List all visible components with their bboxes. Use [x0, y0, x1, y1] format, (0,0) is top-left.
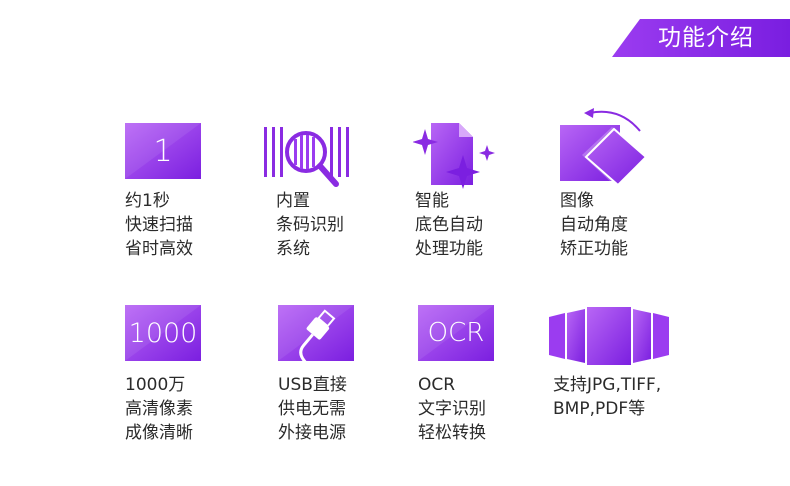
feature-description: USB直接 供电无需 外接电源	[278, 375, 347, 443]
feature-description: 内置 条码识别 系统	[276, 191, 344, 259]
feature-description: 支持JPG,TIFF, BMP,PDF等	[553, 375, 662, 419]
feature-description: 约1秒 快速扫描 省时高效	[125, 191, 193, 259]
ocr-icon: OCR	[418, 305, 494, 361]
number-1-icon: 1	[125, 123, 201, 179]
smart-document-sparkle-icon	[412, 119, 503, 195]
section-title: 功能介绍	[658, 25, 754, 51]
image-formats-icon	[549, 307, 669, 365]
feature-description: 1000万 高清像素 成像清晰	[125, 375, 193, 443]
feature-description: 图像 自动角度 矫正功能	[560, 191, 628, 259]
resolution-1000-icon: 1000	[125, 305, 201, 361]
feature-description: 智能 底色自动 处理功能	[415, 191, 483, 259]
rotate-page-icon	[558, 103, 654, 195]
barcode-scan-icon	[264, 125, 360, 191]
section-banner: 功能介绍	[612, 19, 790, 57]
usb-cable-icon	[278, 305, 354, 366]
banner-background	[612, 19, 790, 57]
feature-description: OCR 文字识别 轻松转换	[418, 375, 486, 443]
